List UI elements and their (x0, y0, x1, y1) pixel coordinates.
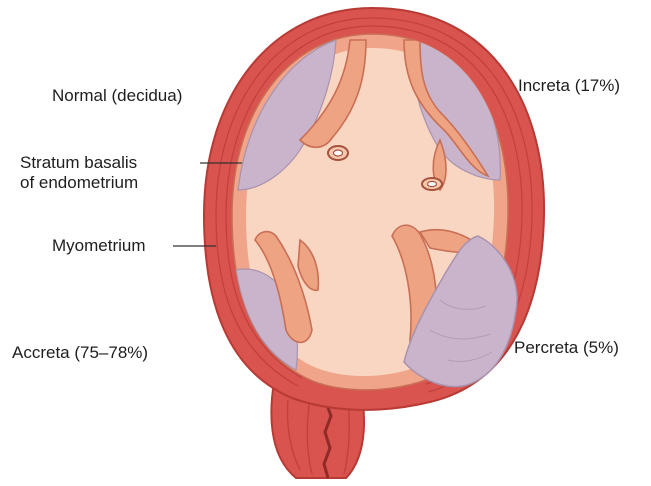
label-myometrium: Myometrium (52, 236, 146, 256)
label-stratum-line2: of endometrium (20, 173, 138, 193)
label-normal-decidua: Normal (decidua) (52, 86, 182, 106)
label-stratum-line1: Stratum basalis (20, 153, 138, 173)
label-stratum-basalis: Stratum basalis of endometrium (20, 153, 138, 193)
label-increta: Increta (17%) (518, 76, 620, 96)
label-percreta: Percreta (5%) (514, 338, 619, 358)
label-accreta: Accreta (75–78%) (12, 343, 148, 363)
